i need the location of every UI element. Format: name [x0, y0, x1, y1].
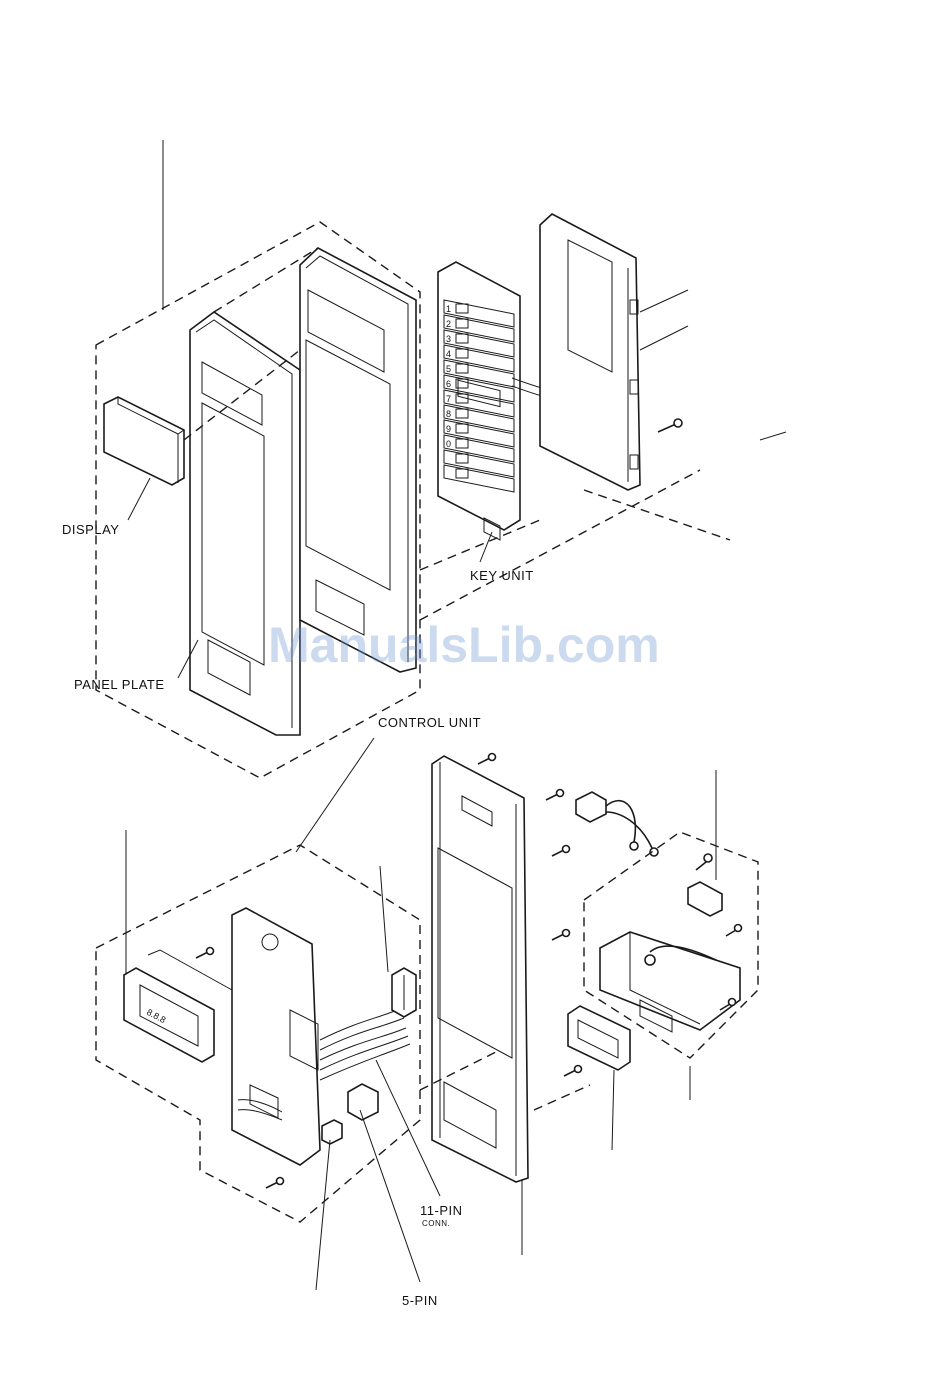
latch-bracket [600, 932, 740, 1032]
door-frame [300, 248, 416, 672]
screw-keyboard [658, 419, 682, 432]
control-unit-label: CONTROL UNIT [378, 715, 481, 730]
control-unit-assembly: 8.8.8 [96, 830, 420, 1222]
screw [478, 754, 496, 765]
screw [564, 1066, 582, 1077]
key-number: 2 [446, 319, 451, 329]
control-pcb [232, 908, 320, 1165]
screw [546, 790, 564, 801]
relay-box [568, 1006, 630, 1070]
key-unit-board [540, 214, 640, 490]
leader-line [640, 290, 688, 312]
eleven-pin-cut-label: CONN. [422, 1219, 450, 1228]
leader-line [612, 1070, 614, 1150]
key-number: 9 [446, 424, 451, 434]
alignment-line [584, 490, 730, 540]
micro-switch [688, 882, 722, 916]
five-pin-leader [360, 1110, 420, 1282]
key-number: 4 [446, 349, 451, 359]
screw [726, 925, 742, 937]
screw [552, 846, 570, 857]
key-unit-membrane: 1 2 3 4 5 6 7 8 9 0 [438, 262, 520, 540]
display-leader [128, 478, 150, 520]
mounting-plate [432, 756, 528, 1182]
key-unit-leader [480, 532, 492, 562]
screw [552, 930, 570, 941]
connector-5-pin [322, 1084, 378, 1144]
leader-line [760, 432, 786, 440]
display-label: DISPLAY [62, 522, 119, 537]
upper-assembly: 1 2 3 4 5 6 7 8 9 0 [62, 140, 786, 778]
leader-line [380, 866, 388, 972]
key-number: 6 [446, 379, 451, 389]
panel-plate-label: PANEL PLATE [74, 677, 165, 692]
five-pin-label: 5-PIN [402, 1293, 438, 1308]
key-number: 1 [446, 304, 451, 314]
led-display-module: 8.8.8 [124, 950, 232, 1062]
display-cover [104, 397, 184, 485]
leader-line [316, 1140, 330, 1290]
connector-11-pin [392, 968, 416, 1017]
key-number: 7 [446, 394, 451, 404]
key-number: 5 [446, 364, 451, 374]
control-unit-leader [296, 738, 374, 852]
screw [696, 854, 712, 870]
key-unit-label: KEY UNIT [470, 568, 534, 583]
leader-line [640, 326, 688, 350]
screw-pcb [266, 1178, 284, 1189]
eleven-pin-label: 11-PIN [420, 1203, 463, 1218]
key-number: 0 [446, 439, 451, 449]
wire-harness [576, 792, 658, 856]
eleven-pin-leader [376, 1060, 440, 1196]
key-number: 3 [446, 334, 451, 344]
screw-display [196, 948, 214, 959]
watermark: ManualsLib.com [268, 617, 660, 673]
key-number: 8 [446, 409, 451, 419]
alignment-line [534, 1085, 590, 1110]
alignment-line [420, 520, 540, 570]
